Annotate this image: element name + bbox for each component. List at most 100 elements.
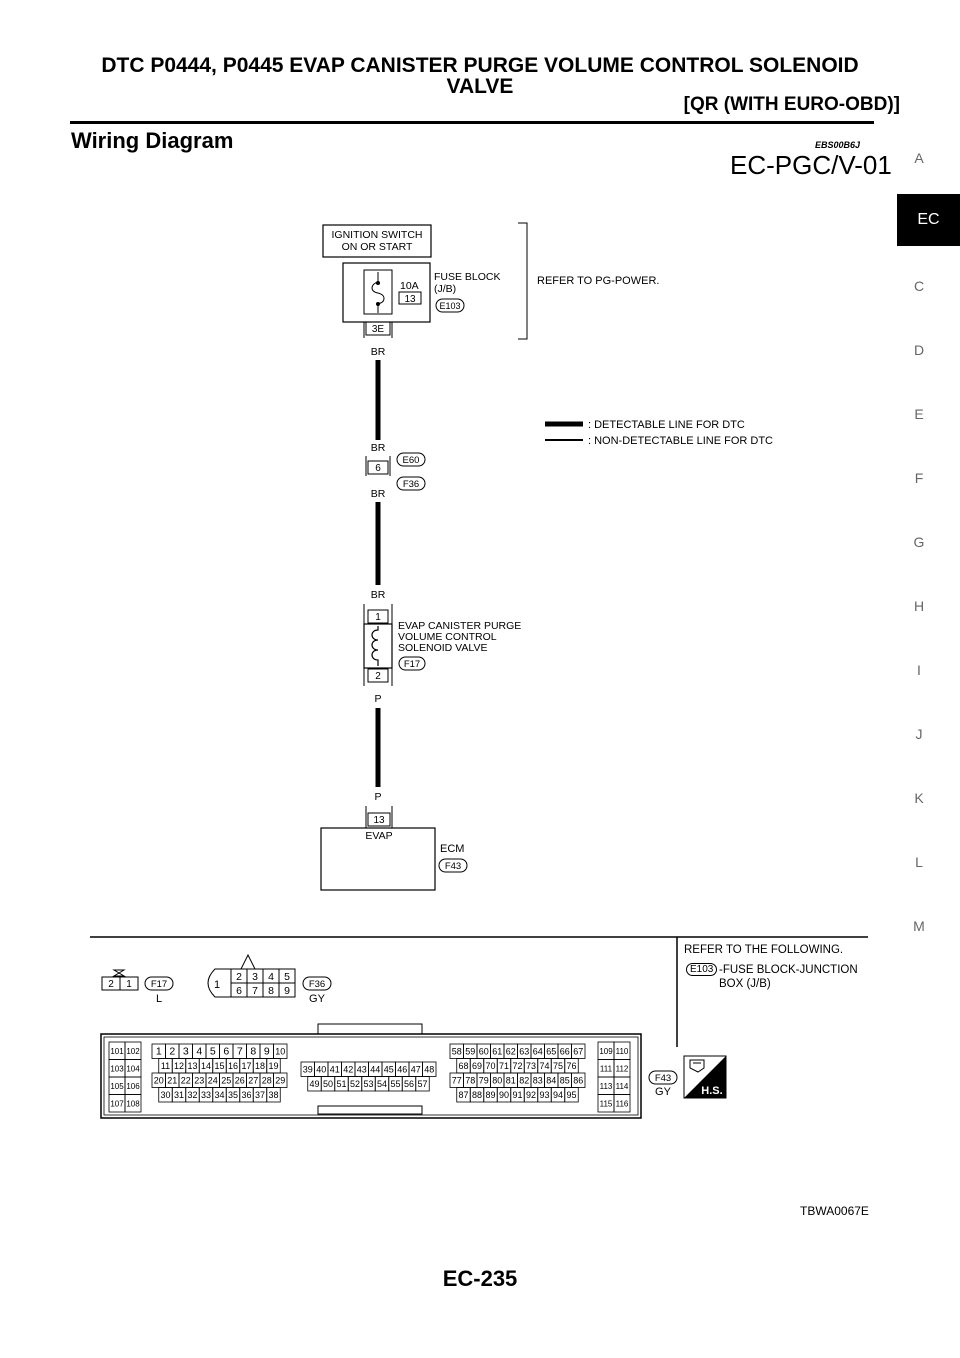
f43-pin-label: 111 [600, 1065, 613, 1074]
f43-pin-label: 58 [452, 1047, 462, 1057]
f43-pin-label: 91 [512, 1090, 522, 1100]
tab-e[interactable]: E [914, 406, 924, 422]
reference-heading: REFER TO THE FOLLOWING. [684, 944, 844, 956]
f43-pin-label: 80 [492, 1076, 502, 1086]
joint-terminal: 6 [375, 463, 381, 474]
f43-pin-label: 106 [126, 1082, 140, 1091]
f43-pin-label: 87 [458, 1090, 468, 1100]
f36-pin-7: 7 [252, 985, 258, 997]
f43-pin-label: 92 [526, 1090, 536, 1100]
f43-pin-label: 23 [194, 1076, 204, 1086]
legend-detectable: : DETECTABLE LINE FOR DTC [588, 419, 745, 431]
tab-l[interactable]: L [915, 854, 923, 870]
ecm-connector-id: F43 [445, 861, 461, 872]
f43-pin-label: 108 [126, 1100, 140, 1109]
valve-terminal-1: 1 [375, 612, 381, 623]
f43-pin-label: 45 [384, 1065, 394, 1075]
tab-g[interactable]: G [913, 534, 925, 550]
f43-pin-label: 42 [343, 1065, 353, 1075]
valve-label-3: SOLENOID VALVE [398, 642, 487, 654]
tab-ec-active[interactable]: EC [897, 194, 960, 246]
f43-id: F43 [655, 1073, 671, 1084]
f43-pin-label: 37 [255, 1090, 265, 1100]
f43-color: GY [655, 1086, 672, 1098]
f36-pin-1: 1 [214, 979, 220, 991]
f43-pin-label: 77 [452, 1076, 462, 1086]
wire-color-br-4: BR [371, 589, 386, 601]
f43-pin-label: 19 [268, 1061, 278, 1071]
f43-pin-label: 116 [616, 1100, 629, 1109]
ecm-label: ECM [440, 843, 464, 855]
f36-pin-3: 3 [252, 971, 258, 983]
f17-pin-1: 1 [126, 979, 132, 990]
tab-d[interactable]: D [913, 342, 925, 358]
f43-pin-label: 65 [546, 1047, 556, 1057]
f43-pin-label: 113 [600, 1082, 613, 1091]
f43-pin-label: 7 [237, 1046, 243, 1058]
f43-pin-label: 85 [560, 1076, 570, 1086]
f43-pin-label: 49 [309, 1079, 319, 1089]
f43-pin-label: 62 [506, 1047, 516, 1057]
f43-pin-label: 43 [357, 1065, 367, 1075]
legend-non-detectable: : NON-DETECTABLE LINE FOR DTC [588, 435, 773, 447]
f43-pin-label: 17 [241, 1061, 251, 1071]
tab-c[interactable]: C [913, 278, 925, 294]
f43-pin-label: 11 [161, 1061, 170, 1071]
f43-pin-label: 110 [616, 1047, 629, 1056]
section-code: EBS00B6J [815, 140, 861, 150]
reference-connector-id: E103 [686, 963, 718, 976]
f43-pin-label: 102 [126, 1047, 140, 1056]
f43-pin-label: 35 [228, 1090, 238, 1100]
f43-pin-cell [266, 1087, 281, 1103]
f43-pin-label: 2 [169, 1046, 175, 1058]
f43-pin-label: 28 [262, 1076, 272, 1086]
f43-pin-label: 83 [533, 1076, 543, 1086]
f43-pin-label: 48 [424, 1065, 434, 1075]
tab-h[interactable]: H [913, 598, 925, 614]
wire-color-br-2: BR [371, 442, 386, 454]
tab-j[interactable]: J [915, 726, 923, 742]
page-subtitle: [QR (WITH EURO-OBD)] [683, 94, 900, 115]
f43-pin-label: 63 [519, 1047, 529, 1057]
f43-pin-label: 5 [210, 1046, 216, 1058]
fuse-block-label-2: (J/B) [434, 283, 456, 295]
f43-pin-label: 81 [506, 1076, 516, 1086]
page-title-line1: DTC P0444, P0445 EVAP CANISTER PURGE VOL… [101, 54, 859, 77]
f17-lock-icon [112, 969, 126, 977]
f36-pin-9: 9 [284, 985, 290, 997]
f43-pin-label: 51 [336, 1079, 346, 1089]
tab-m[interactable]: M [913, 918, 925, 934]
f36-pin-4: 4 [268, 971, 274, 983]
f43-pin-label: 73 [526, 1061, 536, 1071]
f43-pin-label: 24 [208, 1076, 218, 1086]
f43-pin-label: 30 [160, 1090, 170, 1100]
tab-k[interactable]: K [914, 790, 924, 806]
f43-pin-label: 95 [566, 1090, 576, 1100]
f43-pin-label: 4 [196, 1046, 202, 1058]
f43-pin-label: 32 [187, 1090, 197, 1100]
f43-pin-label: 20 [154, 1076, 164, 1086]
fuse-block-label-1: FUSE BLOCK [434, 271, 501, 283]
f43-pin-label: 36 [241, 1090, 251, 1100]
tab-f[interactable]: F [914, 470, 924, 486]
f43-pin-label: 109 [599, 1047, 613, 1056]
tab-a[interactable]: A [914, 150, 924, 166]
refer-power: REFER TO PG-POWER. [537, 275, 659, 287]
f43-pin-label: 12 [174, 1061, 184, 1071]
f43-pin-label: 105 [110, 1082, 124, 1091]
wire-color-p-2: P [374, 791, 381, 803]
f43-pin-label: 44 [370, 1065, 380, 1075]
f43-pin-label: 6 [223, 1046, 229, 1058]
f43-pin-label: 76 [566, 1061, 576, 1071]
fuse-symbol [371, 272, 385, 313]
f43-pin-label: 66 [560, 1047, 570, 1057]
f43-pin-label: 86 [573, 1076, 583, 1086]
tab-i[interactable]: I [917, 662, 921, 678]
fuse-number: 13 [404, 294, 416, 305]
f43-pin-label: 103 [110, 1065, 124, 1074]
ecm-box [320, 827, 436, 891]
f36-pin-5: 5 [284, 971, 290, 983]
f36-color: GY [309, 993, 326, 1005]
f43-pin-label: 112 [616, 1065, 629, 1074]
